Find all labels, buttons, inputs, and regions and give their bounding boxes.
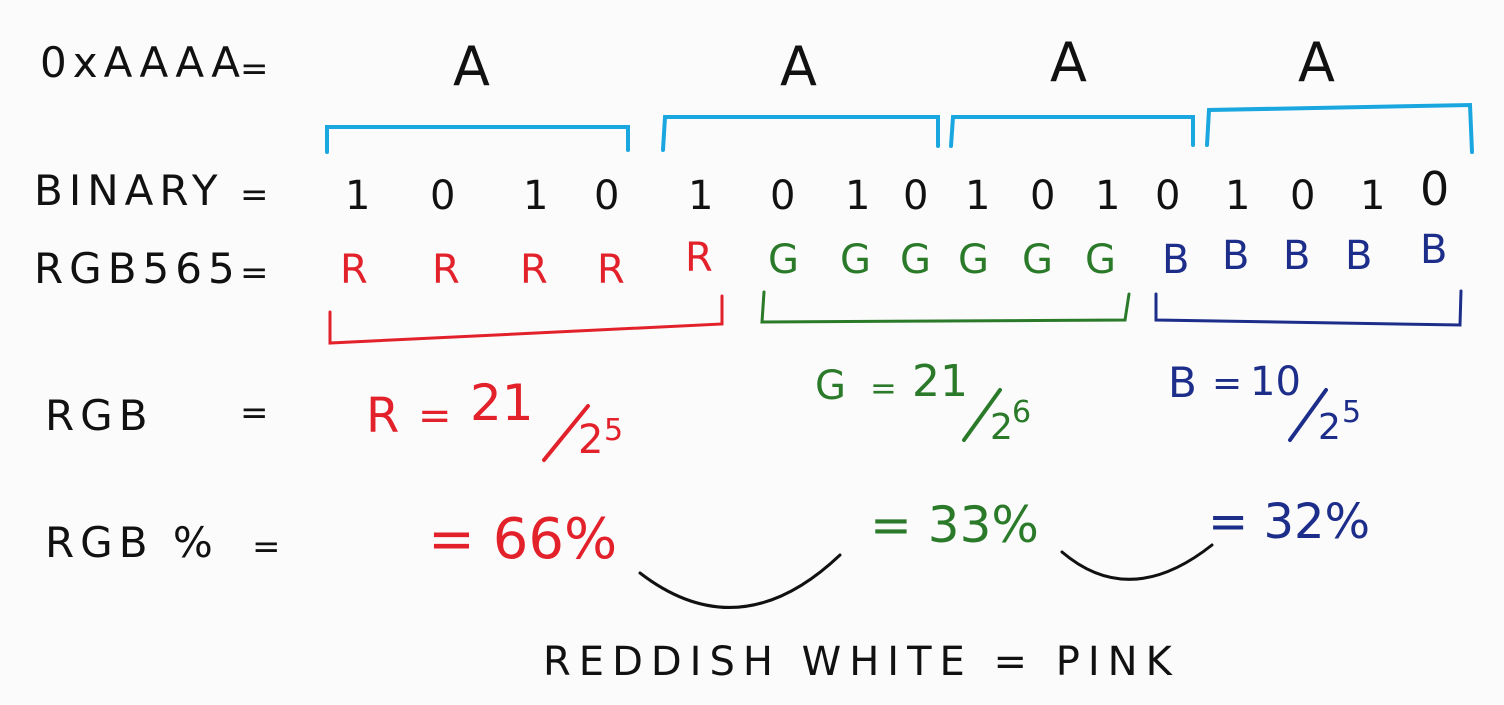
channel-bit-13: B: [1222, 233, 1250, 279]
channel-bit-1: R: [340, 247, 368, 293]
bit-1: 1: [345, 173, 371, 219]
g-equals: =: [870, 369, 897, 407]
g-exponent: 6: [1012, 395, 1032, 430]
rgb565-equals: =: [240, 253, 269, 293]
rgb-label: RGB: [45, 391, 154, 440]
bit-4: 0: [594, 173, 620, 219]
b-denominator: 2: [1318, 407, 1341, 448]
r-denominator: 2: [578, 417, 604, 463]
rgb-equals: =: [240, 393, 269, 433]
rgb-pct-label: RGB %: [45, 518, 219, 567]
binary-equals: =: [240, 175, 269, 215]
red-fraction-slash: [542, 404, 590, 462]
channel-bit-8: G: [900, 237, 931, 283]
rgb565-label: RGB565: [34, 244, 241, 293]
r-numerator: 21: [470, 374, 534, 432]
channel-bit-15: B: [1345, 233, 1373, 279]
channel-bit-12: B: [1162, 237, 1190, 283]
nibble-bracket-3: [949, 115, 1195, 148]
b-name: B: [1168, 358, 1197, 407]
hex-label: 0xAAAA: [40, 38, 247, 87]
connector-arc-2: [1060, 543, 1214, 581]
channel-bit-3: R: [520, 247, 548, 293]
g-percent: = 33%: [870, 496, 1039, 554]
blue-fraction-slash: [1288, 388, 1328, 442]
bit-7: 1: [845, 173, 871, 219]
b-exponent: 5: [1342, 395, 1362, 430]
channel-bit-11: G: [1085, 237, 1116, 283]
conclusion-text: REDDISH WHITE = PINK: [543, 639, 1180, 685]
green-fraction-slash: [962, 388, 1002, 442]
b-numerator: 10: [1250, 359, 1301, 405]
binary-label: BINARY: [34, 166, 224, 215]
nibble-bracket-2: [661, 115, 940, 152]
channel-bit-4: R: [597, 247, 625, 293]
channel-bit-16: B: [1420, 227, 1448, 273]
bit-13: 1: [1225, 173, 1251, 219]
red-bracket: [328, 294, 724, 345]
bit-6: 0: [770, 173, 796, 219]
blue-bracket: [1154, 289, 1463, 327]
nibble-bracket-4: [1205, 102, 1474, 154]
bit-5: 1: [688, 173, 714, 219]
g-denominator: 2: [990, 407, 1013, 448]
bit-14: 0: [1290, 173, 1316, 219]
channel-bit-2: R: [432, 247, 460, 293]
bit-3: 1: [523, 173, 549, 219]
nibble-bracket-1: [325, 125, 630, 154]
channel-bit-7: G: [840, 237, 871, 283]
nibble-3: A: [1050, 31, 1087, 94]
bit-15: 1: [1360, 173, 1386, 219]
rgb-pct-equals: =: [252, 527, 281, 567]
b-percent: = 32%: [1208, 494, 1371, 550]
channel-bit-9: G: [958, 237, 989, 283]
bit-12: 0: [1155, 173, 1181, 219]
g-numerator: 21: [912, 356, 968, 407]
channel-bit-5: R: [685, 235, 713, 281]
nibble-2: A: [780, 35, 817, 98]
bit-10: 0: [1030, 173, 1056, 219]
channel-bit-14: B: [1283, 233, 1311, 279]
nibble-1: A: [453, 35, 490, 98]
channel-bit-10: G: [1022, 237, 1053, 283]
r-exponent: 5: [604, 413, 624, 448]
hex-equals: =: [240, 49, 269, 89]
bit-9: 1: [965, 173, 991, 219]
r-name: R: [366, 388, 400, 444]
g-name: G: [815, 363, 846, 409]
green-bracket: [760, 290, 1131, 324]
bit-8: 0: [903, 173, 929, 219]
bit-2: 0: [430, 173, 456, 219]
bit-11: 1: [1095, 173, 1121, 219]
nibble-4: A: [1298, 31, 1335, 94]
bit-16: 0: [1420, 162, 1450, 216]
connector-arc-1: [638, 553, 842, 609]
channel-bit-6: G: [768, 237, 799, 283]
r-equals: =: [418, 393, 452, 439]
b-equals: =: [1212, 363, 1243, 404]
r-percent: = 66%: [428, 507, 618, 572]
